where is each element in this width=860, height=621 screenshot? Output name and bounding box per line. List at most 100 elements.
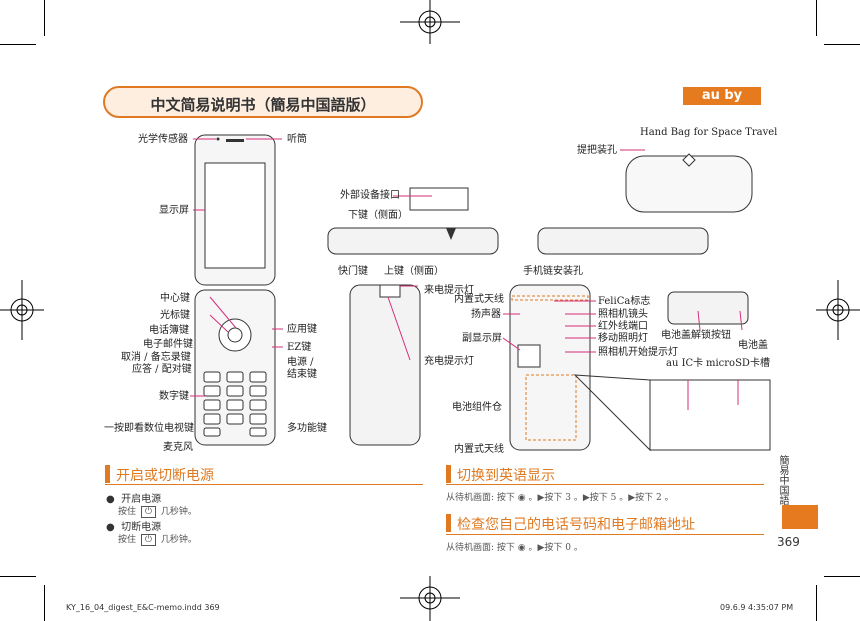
crop-mark: [0, 576, 36, 577]
power-on-desc-post: 几秒钟。: [160, 507, 197, 517]
label-cancel-key: 取消 / 备忘录键: [121, 352, 191, 363]
registration-mark-icon: [400, 576, 460, 621]
english-desc: 从待机画面: 按下 ◉ 。▶按下 3 。▶按下 5 。▶按下 2 。: [446, 493, 674, 503]
power-on-desc: 按住 ⏻ 几秒钟。: [118, 504, 197, 518]
power-on-label: ● 开启电源: [106, 490, 161, 505]
au-logo: au by KDDI: [683, 87, 761, 121]
side-tab: 簡易中国語: [774, 455, 790, 507]
battery-area: [525, 374, 577, 441]
label-battery-pack: 电池组件仓: [452, 402, 502, 413]
label-ez-key: EZ键: [287, 342, 312, 353]
label-antenna-top: 内置式天线: [454, 294, 504, 305]
antenna-top-area: [511, 295, 589, 301]
label-mic: 麦克风: [163, 442, 193, 453]
bag-caption: Hand Bag for Space Travel: [640, 127, 778, 138]
phone-side-view-2: [537, 227, 709, 255]
earpiece-slot: [226, 139, 244, 142]
power-off-label: ● 切断电源: [106, 518, 161, 533]
label-strap-hole: 手机链安装孔: [523, 266, 583, 277]
power-on-text: 开启电源: [121, 494, 162, 505]
label-antenna-bottom: 内置式天线: [454, 444, 504, 455]
label-cursor-key: 光标键: [160, 310, 190, 321]
crop-mark: [816, 0, 817, 36]
registration-mark-icon: [0, 280, 44, 340]
label-multi-key: 多功能键: [287, 423, 327, 434]
label-ext-port: 外部设备接口: [340, 190, 400, 201]
registration-mark-icon: [816, 280, 860, 340]
power-off-desc: 按住 ⏻ 几秒钟。: [118, 532, 197, 546]
section-rule: [446, 534, 764, 535]
main-display: [204, 162, 266, 269]
label-power-key: 电源 / 结束键: [287, 357, 317, 380]
page-title: 中文简易说明书（簡易中国語版）: [150, 96, 376, 114]
zoom-lines: [573, 374, 651, 452]
sub-display-box: [517, 344, 541, 368]
power-off-text: 切断电源: [121, 522, 162, 533]
section-title-power: 开启或切断电源: [116, 468, 214, 484]
crop-mark: [824, 576, 860, 577]
label-number-keys: 数字键: [159, 391, 189, 402]
label-sub-display: 副显示屏: [462, 333, 502, 344]
crop-mark: [44, 585, 45, 621]
bullet-icon: ●: [106, 522, 115, 533]
section-bar: [105, 465, 110, 483]
label-answer-key: 应答 / 配对键: [132, 364, 192, 375]
phone-side-view: [327, 227, 499, 255]
light-sensor-dot: [216, 137, 220, 141]
section-title-english: 切换到英语显示: [457, 468, 555, 484]
label-charge-light: 来电提示灯: [424, 285, 474, 296]
label-camera-light: 照相机开始提示灯: [598, 347, 678, 358]
label-strap-mount: 提把装孔: [577, 145, 617, 156]
label-speaker: 扬声器: [471, 309, 501, 320]
label-phonebook-key: 电话簿键: [149, 325, 189, 336]
label-ir-port: 红外线端口: [598, 321, 648, 332]
label-battery-release: 电池盖解锁按钮: [661, 330, 731, 341]
label-app-key: 应用键: [287, 324, 317, 335]
side-orange-block: [782, 505, 818, 529]
check-desc: 从待机画面: 按下 ◉ 。▶按下 0 。: [446, 543, 583, 553]
footer-right: 09.6.9 4:35:07 PM: [720, 603, 794, 612]
section-rule: [105, 484, 423, 485]
crop-mark: [0, 44, 36, 45]
handbag-heart-icon: [682, 153, 696, 167]
bullet-icon: ●: [106, 494, 115, 505]
section-bar: [446, 514, 451, 532]
label-mail-key: 电子邮件键: [143, 339, 193, 350]
crop-mark: [816, 585, 817, 621]
label-up-key: 上键（侧面）: [384, 266, 444, 277]
incoming-light: [379, 284, 401, 298]
label-felica: FeliCa标志: [598, 296, 651, 307]
power-key-icon: ⏻: [140, 534, 157, 546]
label-center-key: 中心键: [160, 293, 190, 304]
phone-closed-front: [349, 284, 421, 446]
label-battery-cover: 电池盖: [738, 340, 768, 351]
label-tv-key: 一按即看数位电视键: [104, 423, 194, 434]
callout-lines: [190, 138, 743, 410]
section-bar: [446, 465, 451, 483]
section-title-check: 检查您自己的电话号码和电子邮箱地址: [457, 517, 695, 533]
battery-cover-detail: [667, 291, 749, 325]
power-on-desc-pre: 按住: [118, 507, 137, 517]
registration-mark-icon: [400, 0, 460, 44]
label-camera-lens: 照相机镜头: [598, 309, 648, 320]
label-au-ic: au IC卡: [666, 358, 704, 369]
ext-port-detail: [409, 187, 469, 211]
label-shutter: 快门键: [338, 266, 368, 277]
crop-mark: [44, 0, 45, 36]
ext-port-pointer: [446, 228, 456, 240]
center-key-icon: [227, 327, 243, 343]
label-charging-light: 充电提示灯: [424, 356, 474, 367]
label-display: 显示屏: [159, 205, 189, 216]
label-earpiece: 听筒: [287, 134, 307, 145]
number-keypad: [203, 371, 267, 437]
power-off-desc-post: 几秒钟。: [160, 535, 197, 545]
power-off-desc-pre: 按住: [118, 535, 137, 545]
crop-mark: [824, 44, 860, 45]
label-mobile-light: 移动照明灯: [598, 333, 648, 344]
section-rule: [446, 484, 764, 485]
label-light-sensor: 光学传感器: [138, 134, 188, 145]
label-microsd: microSD卡槽: [706, 358, 770, 369]
label-down-key: 下键（侧面）: [348, 210, 408, 221]
